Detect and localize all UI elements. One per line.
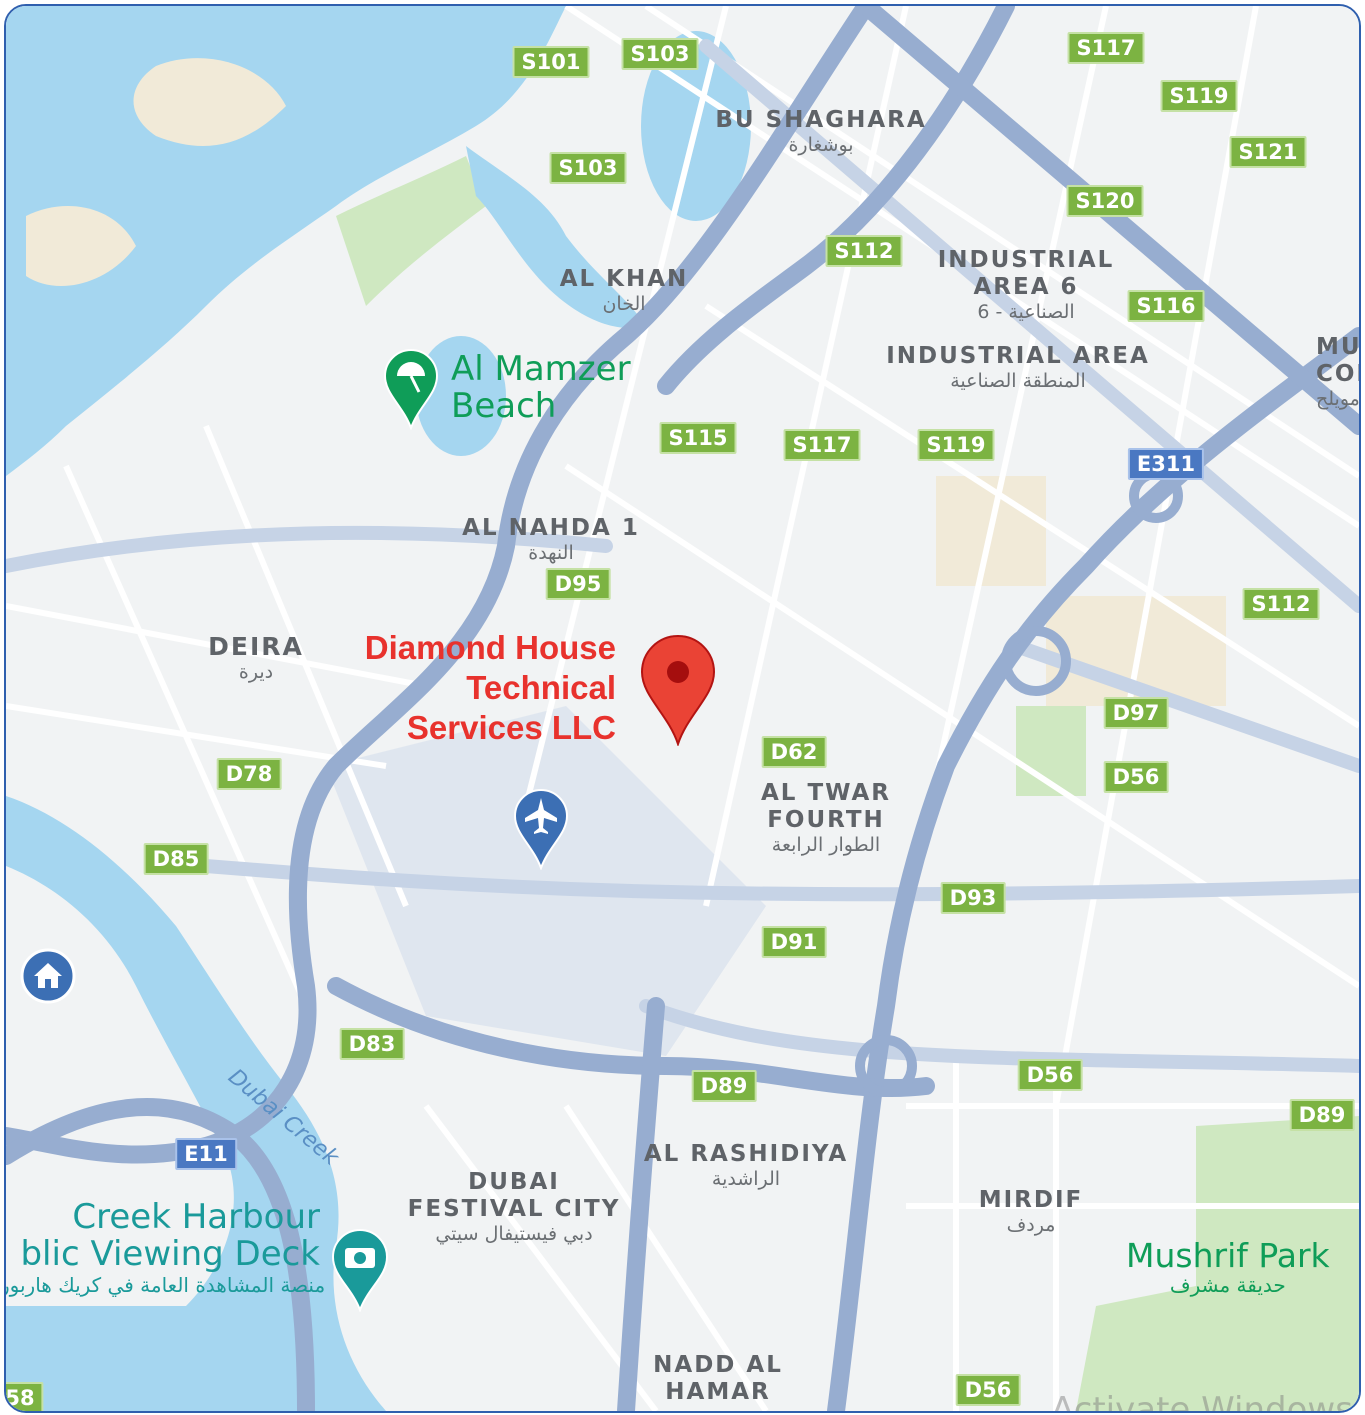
mushrif-park — [1076, 1116, 1359, 1411]
camera-icon[interactable] — [329, 1226, 391, 1312]
road-shield: D56 — [955, 1374, 1021, 1406]
road-shield: D93 — [940, 882, 1006, 914]
road-shield: D83 — [339, 1028, 405, 1060]
home-icon[interactable] — [20, 946, 76, 1006]
activate-windows-watermark: Activate Windows — [1051, 1390, 1353, 1413]
road-shield: D91 — [761, 926, 827, 958]
al-khan-lagoon — [466, 146, 646, 328]
road-shield: D89 — [691, 1070, 757, 1102]
road-shield: S121 — [1229, 136, 1307, 168]
road-shield: D85 — [143, 843, 209, 875]
beach-umbrella-icon[interactable] — [381, 346, 441, 430]
road-shield: S119 — [917, 429, 995, 461]
business-name-label[interactable]: Diamond House Technical Services LLC — [364, 629, 616, 746]
road-shield: S101 — [512, 46, 590, 78]
road-shield: S103 — [621, 38, 699, 70]
road-shield: D62 — [761, 736, 827, 768]
road-shield: S117 — [1067, 32, 1145, 64]
road-shield: S116 — [1127, 290, 1205, 322]
road-shield: S115 — [659, 422, 737, 454]
lagoon-mamzer — [416, 336, 506, 456]
road-shield: D56 — [1103, 761, 1169, 793]
beach-strip — [336, 156, 486, 306]
road-shield: D78 — [216, 758, 282, 790]
road-shield: D95 — [545, 568, 611, 600]
road-shield: 58 — [6, 1382, 44, 1411]
airplane-icon[interactable] — [511, 786, 571, 870]
airport-area — [326, 706, 766, 1056]
road-shield: S112 — [1242, 588, 1320, 620]
island — [26, 206, 136, 286]
road-shield: D97 — [1103, 697, 1169, 729]
road-shield: S119 — [1160, 80, 1238, 112]
road-shield: E311 — [1127, 448, 1205, 480]
area-label-muweilah: MUWCOMMمويلح — [1316, 334, 1361, 410]
road-shield: S112 — [825, 235, 903, 267]
road-shield: D56 — [1017, 1059, 1083, 1091]
island — [133, 58, 286, 147]
location-pin-icon[interactable] — [638, 634, 718, 746]
road-shield: S117 — [783, 429, 861, 461]
major-roads — [6, 39, 1359, 1073]
road-shield: E11 — [175, 1138, 237, 1170]
road-shield: D89 — [1289, 1099, 1355, 1131]
road-shield: S120 — [1066, 185, 1144, 217]
road-shield: S103 — [549, 152, 627, 184]
